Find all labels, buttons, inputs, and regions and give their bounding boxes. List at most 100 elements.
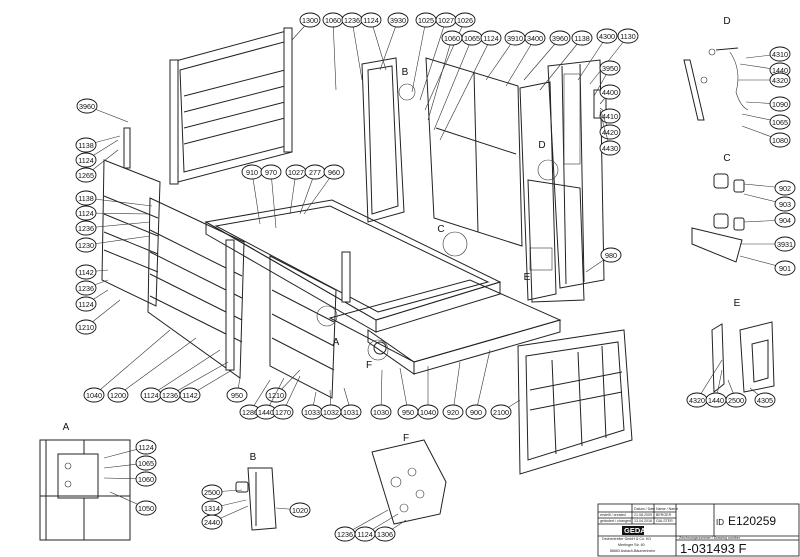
callout-980: 980	[585, 247, 622, 273]
callout-bubble	[135, 455, 157, 471]
callout-1080: 1080	[741, 125, 791, 148]
tb-date-header: Datum / Date	[634, 507, 655, 511]
callout-903: 903	[743, 193, 796, 212]
callout-1040: 1040	[417, 366, 439, 420]
callout-bubble	[549, 30, 571, 46]
callout-number: 2100	[493, 408, 509, 417]
callout-1236: 1236	[75, 279, 109, 296]
callout-number: 901	[779, 264, 791, 273]
callout-bubble	[599, 84, 621, 100]
detail-letter: C	[723, 153, 730, 164]
detail-view-a	[39, 439, 131, 541]
callout-1236: 1236	[334, 509, 389, 542]
callout-number: 1306	[377, 530, 393, 539]
callout-bubble	[265, 387, 287, 403]
callout-number: 1124	[78, 156, 93, 165]
callout-bubble	[370, 404, 392, 420]
callout-bubble	[454, 12, 476, 28]
callout-number: 910	[246, 168, 258, 177]
detail-letters: D C E A B F B D C E A F	[63, 16, 741, 463]
callout-bubble	[442, 404, 464, 420]
callout-number: 4420	[602, 128, 618, 137]
callout-number: 4300	[599, 32, 615, 41]
callout-920: 920	[442, 361, 464, 420]
callout-number: 900	[470, 408, 482, 417]
callout-1306: 1306	[374, 519, 407, 542]
callout-1025: 1025	[411, 12, 437, 93]
callout-4300: 4300	[577, 28, 618, 81]
detail-letter: F	[366, 360, 372, 371]
callout-number: 980	[605, 251, 617, 260]
callout-number: 1124	[78, 300, 93, 309]
left-side-gate	[101, 127, 161, 307]
callout-bubble	[75, 167, 97, 183]
detail-circle-a	[316, 305, 338, 327]
callout-1065: 1065	[103, 455, 157, 471]
callout-number: 1210	[78, 323, 94, 332]
callout-bubble	[75, 296, 97, 312]
callout-number: 1236	[162, 391, 178, 400]
callout-1033: 1033	[301, 391, 323, 420]
callout-number: 1031	[343, 408, 359, 417]
callout-bubble	[417, 404, 439, 420]
callout-901: 901	[739, 255, 796, 276]
callout-number: 4310	[772, 50, 788, 59]
callout-bubble	[201, 484, 223, 500]
callout-3960: 3960	[523, 30, 571, 81]
callout-leader	[419, 19, 447, 101]
right-panel	[527, 179, 585, 303]
callout-1065: 1065	[741, 113, 791, 130]
callout-leader	[589, 35, 629, 85]
callout-number: 1065	[138, 459, 154, 468]
callout-leader	[439, 37, 492, 141]
callout-number: 1060	[138, 475, 154, 484]
tb-drawing-id: E120259	[728, 514, 776, 528]
callout-number: 1138	[78, 194, 93, 203]
base-frame	[328, 279, 562, 375]
callout-bubble	[599, 124, 621, 140]
callout-bubble	[769, 96, 791, 112]
callout-bubble	[774, 196, 796, 212]
callout-number: 2440	[204, 518, 220, 527]
callout-902: 902	[743, 180, 796, 196]
callout-1124: 1124	[439, 30, 502, 141]
callout-970: 970	[260, 164, 282, 229]
callout-960: 960	[303, 164, 345, 215]
callout-number: 1030	[373, 408, 389, 417]
callout-leader	[452, 361, 461, 413]
callout-number: 1027	[288, 168, 304, 177]
callout-4320: 4320	[738, 72, 791, 88]
callout-number: 1060	[325, 16, 341, 25]
callout-leader	[85, 197, 153, 207]
callout-1236: 1236	[159, 361, 229, 403]
callout-number: 920	[447, 408, 459, 417]
callout-number: 4320	[772, 76, 788, 85]
callout-bubble	[75, 280, 97, 296]
callout-bubble	[599, 60, 621, 76]
callout-1138: 1138	[539, 30, 593, 91]
tb-created-label: erstellt / created	[600, 513, 626, 517]
callout-1265: 1265	[75, 149, 119, 183]
callout-number: 1025	[418, 16, 434, 25]
detail-circle-c	[442, 231, 468, 257]
detail-circle-f	[367, 339, 389, 361]
detail-letter: C	[437, 224, 444, 235]
callout-1200: 1200	[107, 337, 197, 403]
callout-3960: 3960	[76, 98, 129, 123]
callout-number: 950	[231, 391, 243, 400]
callout-bubble	[600, 247, 622, 263]
callout-1060: 1060	[103, 471, 157, 487]
callout-904: 904	[743, 212, 796, 228]
callout-1230: 1230	[75, 235, 151, 253]
callout-number: 3931	[777, 240, 793, 249]
callout-bubble	[571, 30, 593, 46]
side-panel-3930	[361, 57, 405, 223]
callout-number: 3960	[79, 102, 95, 111]
detail-letter: F	[403, 433, 409, 444]
callout-bubble	[75, 237, 97, 253]
detail-view-f	[371, 439, 447, 525]
callout-number: 1230	[78, 241, 94, 250]
tb-address-1: Mertinger Str. 60	[618, 543, 645, 547]
callout-number: 1236	[78, 284, 94, 293]
